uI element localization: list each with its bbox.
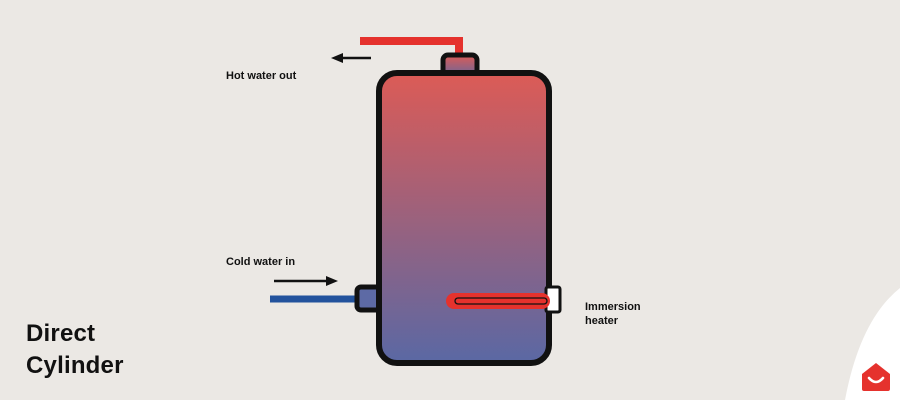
immersion-heater-label: Immersion heater xyxy=(585,301,641,327)
cylinder-tank xyxy=(376,70,552,366)
immersion-heater-element xyxy=(446,293,550,309)
arrow-left-icon xyxy=(331,53,371,63)
title-line-2: Cylinder xyxy=(26,352,124,379)
hot-water-out-label: Hot water out xyxy=(226,70,297,82)
cold-water-in-label: Cold water in xyxy=(226,256,296,268)
arrow-right-icon xyxy=(274,276,338,286)
house-smile-icon[interactable] xyxy=(861,362,891,392)
title-line-1: Direct xyxy=(26,320,96,347)
diagram-title: Direct Cylinder xyxy=(26,318,124,382)
